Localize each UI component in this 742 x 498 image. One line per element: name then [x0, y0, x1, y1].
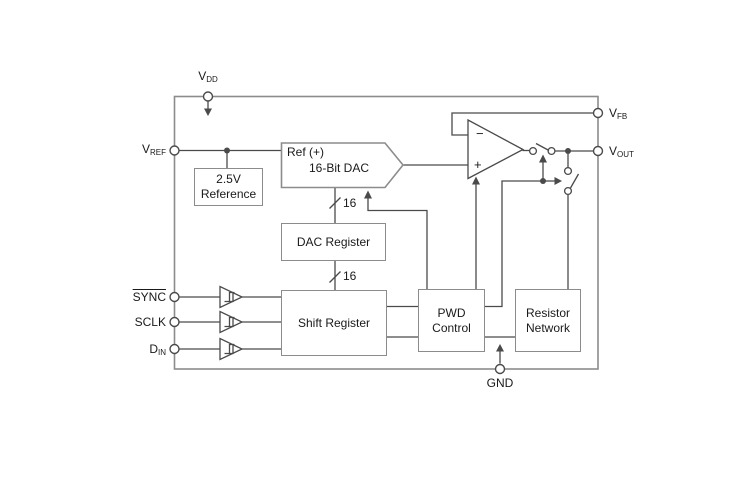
reference-block: 2.5V Reference [194, 168, 263, 206]
pwd-control-line2: Control [432, 320, 471, 335]
sync-label: SYNC [132, 290, 166, 304]
din-pin [169, 343, 180, 355]
opamp-inverting-label: − [476, 126, 484, 141]
shift-register-block: Shift Register [281, 290, 387, 356]
sync-pin [169, 291, 180, 303]
sclk-label: SCLK [134, 315, 166, 329]
sclk-schmitt-buffer [219, 310, 244, 334]
resistor-switch [563, 166, 580, 196]
bus-slash-marks [329, 197, 341, 283]
gnd-label: GND [486, 376, 514, 390]
output-switch [528, 142, 556, 156]
vdd-label: VDD [198, 69, 218, 84]
pwd-control-line1: PWD [437, 305, 466, 320]
switch1-control-arrow [539, 154, 547, 181]
opamp-powerdown-arrow [472, 176, 480, 289]
vout-pin [592, 145, 604, 157]
switch-control-wire [485, 180, 543, 308]
gnd-pin [494, 363, 506, 375]
dac-powerdown-arrow [364, 190, 428, 289]
bus-width-label-1: 16 [343, 196, 357, 210]
dac-register-label: DAC Register [296, 234, 371, 249]
vdd-arrow [204, 101, 212, 116]
dac-corner-label: Ref (+) [287, 145, 325, 159]
reference-line2: Reference [200, 187, 257, 201]
vref-pin [169, 145, 180, 156]
resistor-network-line2: Network [525, 320, 570, 335]
gnd-arrow [496, 344, 504, 364]
pwd-control-block: PWD Control [418, 289, 485, 352]
opamp [467, 118, 525, 180]
dac-block-shape [280, 142, 405, 189]
pins [169, 91, 604, 375]
wires [178, 112, 594, 350]
vfb-label: VFB [609, 106, 628, 121]
vref-label: VREF [141, 142, 166, 157]
vfb-pin [592, 107, 604, 119]
bus-width-label-2: 16 [343, 269, 357, 283]
bus-slash-2 [329, 271, 341, 283]
vfb-feedback-wire [451, 112, 594, 136]
dac-register-block: DAC Register [281, 223, 386, 261]
bus-slash-1 [329, 197, 341, 209]
sync-schmitt-buffer [219, 285, 244, 309]
dac-label: 16-Bit DAC [308, 161, 370, 175]
resistor-network-block: Resistor Network [515, 289, 581, 352]
opamp-noninverting-label: + [474, 157, 482, 172]
din-schmitt-buffer [219, 337, 244, 361]
din-label: DIN [149, 342, 166, 357]
shift-register-label: Shift Register [297, 315, 371, 330]
arrows [204, 101, 562, 364]
reference-line1: 2.5V [216, 172, 241, 186]
vout-label: VOUT [609, 144, 634, 159]
resistor-network-line1: Resistor [525, 305, 570, 320]
vdd-pin [202, 91, 214, 102]
sclk-pin [169, 316, 180, 328]
junction-dots [224, 147, 571, 184]
